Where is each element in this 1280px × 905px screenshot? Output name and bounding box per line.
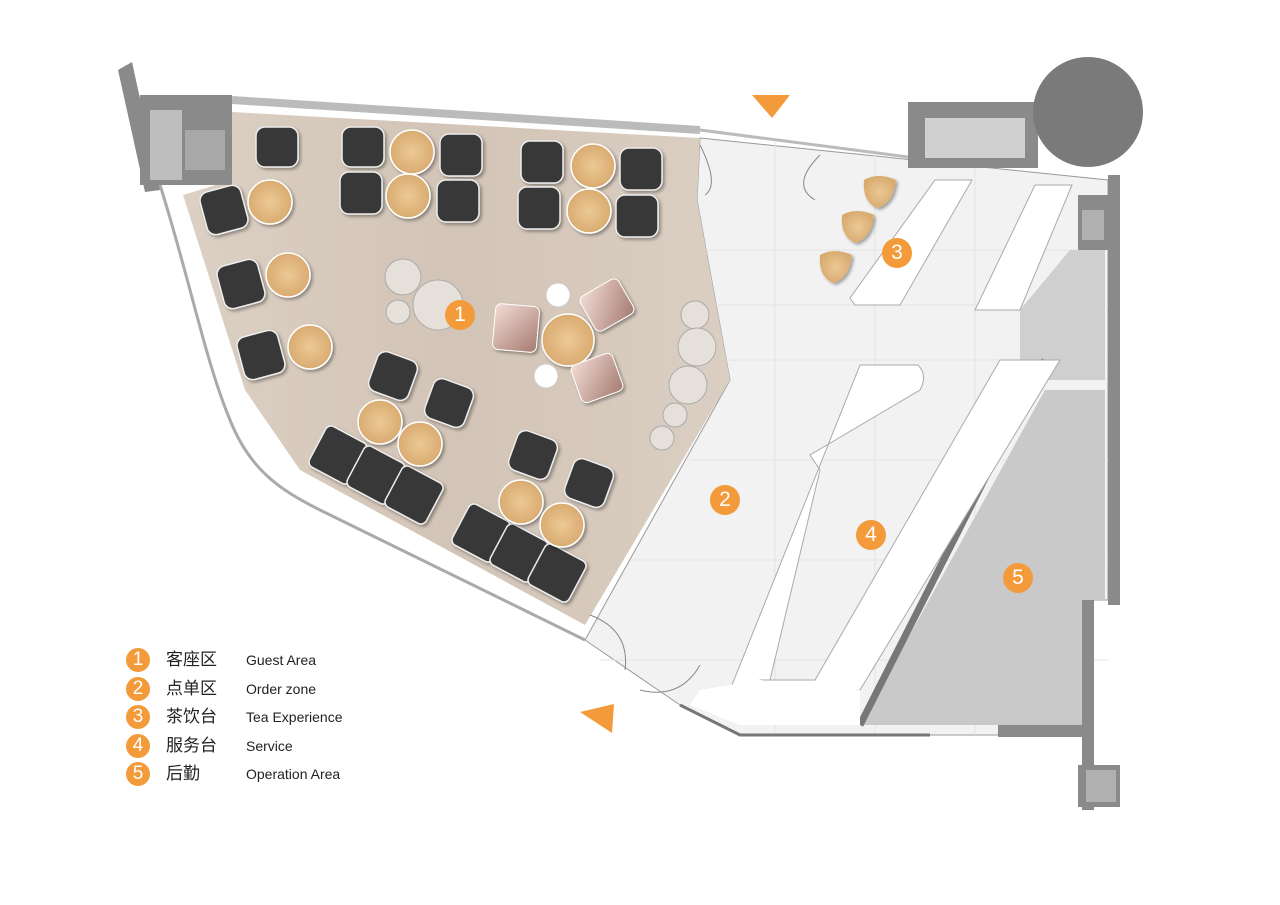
marker-order-zone: 2 <box>710 485 740 515</box>
service-counter <box>729 364 924 691</box>
doors <box>589 144 821 693</box>
legend-item: 3 茶饮台 Tea Experience <box>126 705 386 730</box>
legend-zh: 后勤 <box>166 764 200 785</box>
outer-wall <box>158 184 586 642</box>
legend-en: Guest Area <box>246 652 317 668</box>
legend-zh: 茶饮台 <box>166 707 217 728</box>
legend-number: 3 <box>126 705 150 730</box>
chairs <box>199 126 663 603</box>
legend-number: 1 <box>126 648 150 672</box>
legend-item: 4 服务台 Service <box>126 733 386 758</box>
operation-area-floor-upper <box>1020 250 1105 380</box>
entrance-arrow-top <box>752 95 790 118</box>
operation-area-floor <box>860 390 1105 725</box>
legend-zh: 客座区 <box>166 650 217 670</box>
legend-item: 5 后勤 Operation Area <box>126 762 386 787</box>
white-stools <box>533 282 571 389</box>
entrance-arrow-bottom <box>580 704 614 733</box>
legend-number: 4 <box>126 733 150 758</box>
legend-zh: 点单区 <box>166 678 217 699</box>
marker-operation-area: 5 <box>1003 563 1033 593</box>
legend-en: Order zone <box>246 680 317 697</box>
legend-en: Operation Area <box>246 766 341 783</box>
tea-counter-1 <box>849 179 973 306</box>
legend-en: Service <box>246 737 293 754</box>
tables <box>247 129 616 548</box>
legend-number: 5 <box>126 762 150 787</box>
legend: 1 客座区 Guest Area 2 点单区 Order zone 3 茶饮台 Tea Ex… <box>126 648 386 791</box>
tea-stools <box>819 176 896 283</box>
marker-service: 4 <box>856 520 886 550</box>
legend-number: 2 <box>126 676 150 701</box>
legend-en: Tea Experience <box>246 709 343 726</box>
column <box>1033 57 1143 167</box>
tea-counter-2 <box>974 184 1073 311</box>
legend-item: 2 点单区 Order zone <box>126 676 386 701</box>
pink-chairs <box>492 278 635 404</box>
marker-guest-area: 1 <box>445 300 475 330</box>
marker-tea-experience: 3 <box>882 238 912 268</box>
legend-zh: 服务台 <box>166 735 217 756</box>
legend-item: 1 客座区 Guest Area <box>126 648 386 672</box>
